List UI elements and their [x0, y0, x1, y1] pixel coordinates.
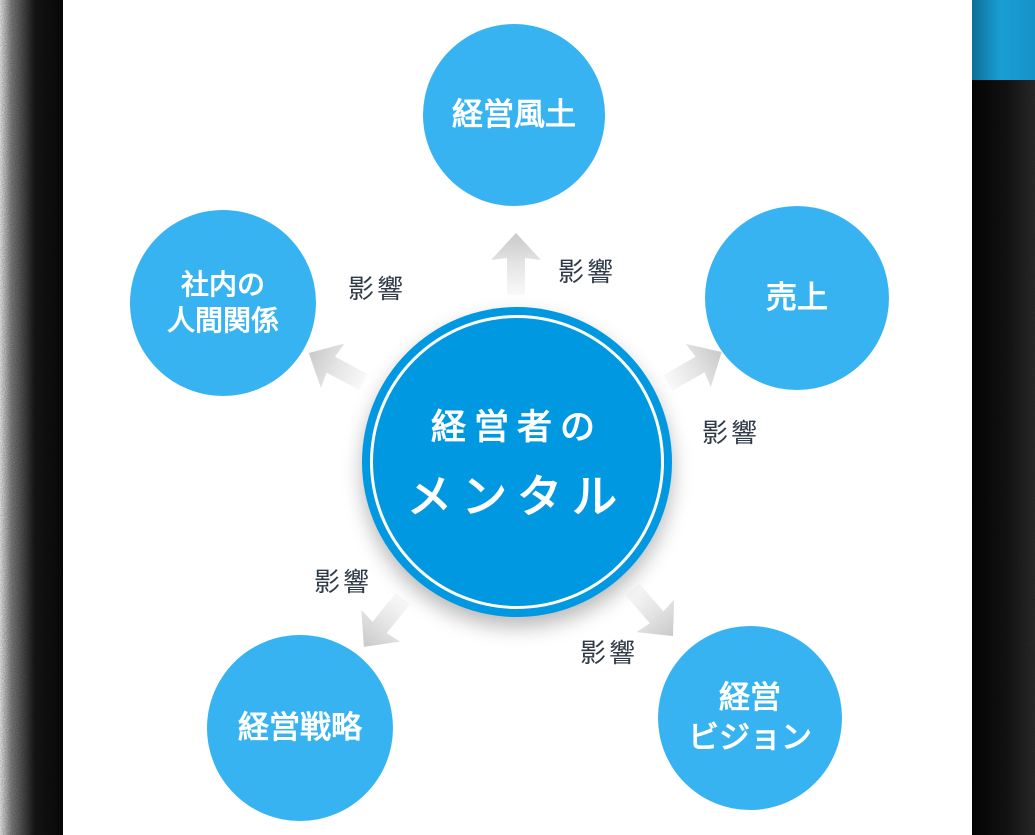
right-grain-border — [972, 0, 1035, 835]
influence-label-top-right: 影響 — [558, 257, 617, 287]
influence-label-bottom-left: 影響 — [314, 567, 373, 597]
node-label: ビジョン — [688, 720, 812, 755]
influence-label-top-left: 影響 — [348, 274, 407, 304]
influence-label-bottom-right: 影響 — [580, 638, 639, 668]
center-label-line2: メンタル — [406, 471, 627, 522]
node-corporate-culture: 経営風土 — [423, 24, 605, 206]
node-management-vision: 経営 ビジョン — [658, 626, 842, 810]
node-label: 経営風土 — [452, 96, 576, 132]
arrow-up-right-icon — [663, 343, 722, 391]
node-label: 売上 — [766, 279, 828, 315]
node-label: 人間関係 — [166, 305, 279, 336]
arrow-up-icon — [491, 233, 541, 295]
center-label-line1: 経営者の — [430, 408, 603, 447]
teal-accent-block — [972, 0, 1035, 80]
node-internal-relationships: 社内の 人間関係 — [130, 210, 316, 396]
left-grain-border — [0, 0, 63, 835]
node-center-executive-mental: 経営者の メンタル — [362, 307, 672, 617]
node-management-strategy: 経営戦略 — [207, 635, 393, 821]
arrow-down-right-icon — [625, 583, 675, 637]
node-label: 経営戦略 — [238, 709, 362, 745]
node-label: 経営 — [719, 679, 781, 715]
influence-label-right: 影響 — [702, 418, 761, 448]
node-label: 社内の — [180, 268, 265, 300]
arrow-up-left-icon — [308, 343, 368, 391]
node-sales: 売上 — [705, 206, 889, 390]
